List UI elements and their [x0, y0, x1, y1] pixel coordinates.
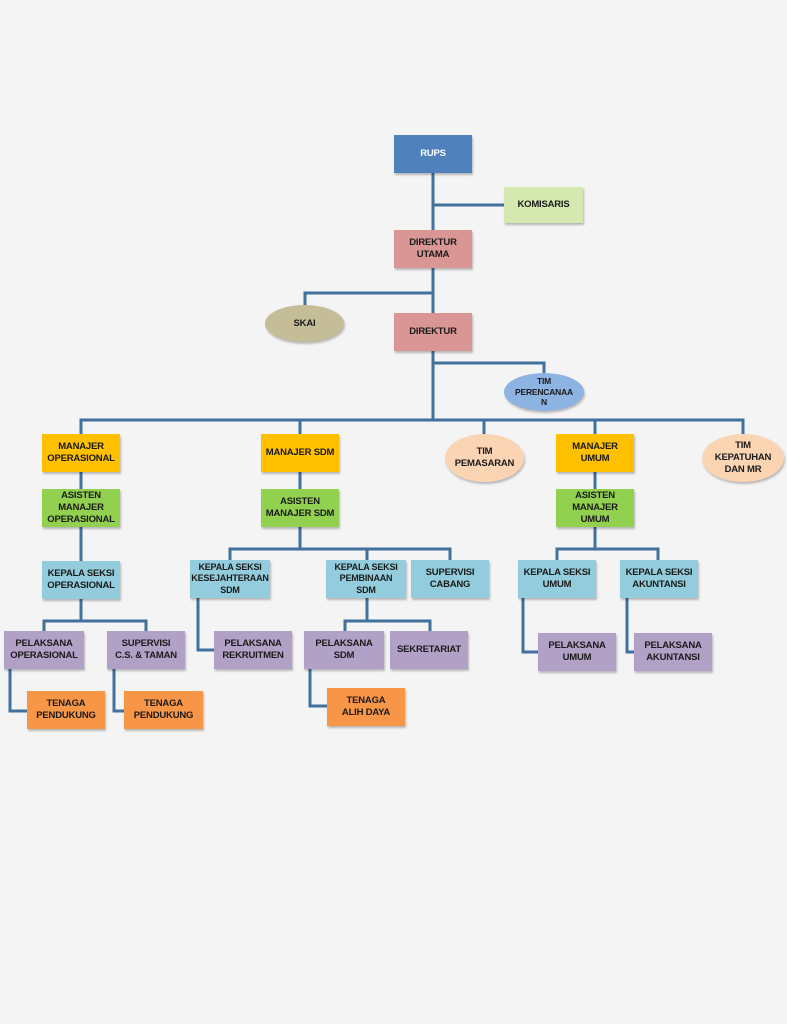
node-asisten-manajer-umum: ASISTEN MANAJER UMUM [556, 489, 634, 527]
node-kepala-seksi-kesejahteraan: KEPALA SEKSI KESEJAHTERAAN SDM [190, 560, 270, 598]
node-kepala-seksi-umum: KEPALA SEKSI UMUM [518, 560, 596, 598]
node-kepala-seksi-pembinaan: KEPALA SEKSI PEMBINAAN SDM [326, 560, 406, 598]
node-sekretariat: SEKRETARIAT [390, 631, 468, 669]
node-tim-pemasaran: TIM PEMASARAN [445, 434, 524, 482]
node-tenaga-pendukung-1: TENAGA PENDUKUNG [27, 691, 105, 729]
node-pelaksana-rekruitmen: PELAKSANA REKRUITMEN [214, 631, 292, 669]
node-tim-perencanaan: TIM PERENCANAA N [504, 373, 584, 411]
node-kepala-seksi-operasional: KEPALA SEKSI OPERASIONAL [42, 561, 120, 599]
node-tim-kepatuhan: TIM KEPATUHAN DAN MR [702, 434, 784, 482]
node-manajer-sdm: MANAJER SDM [261, 434, 339, 472]
node-direktur: DIREKTUR [394, 313, 472, 351]
node-rups: RUPS [394, 135, 472, 173]
node-kepala-seksi-akuntansi: KEPALA SEKSI AKUNTANSI [620, 560, 698, 598]
node-manajer-operasional: MANAJER OPERASIONAL [42, 434, 120, 472]
node-pelaksana-umum: PELAKSANA UMUM [538, 633, 616, 671]
node-pelaksana-operasional: PELAKSANA OPERASIONAL [4, 631, 84, 669]
node-skai: SKAI [265, 305, 344, 342]
node-tenaga-alih-daya: TENAGA ALIH DAYA [327, 688, 405, 726]
node-manajer-umum: MANAJER UMUM [556, 434, 634, 472]
node-direktur-utama: DIREKTUR UTAMA [394, 230, 472, 268]
node-pelaksana-sdm: PELAKSANA SDM [304, 631, 384, 669]
node-supervisi-cs-taman: SUPERVISI C.S. & TAMAN [107, 631, 185, 669]
node-pelaksana-akuntansi: PELAKSANA AKUNTANSI [634, 633, 712, 671]
node-asisten-manajer-sdm: ASISTEN MANAJER SDM [261, 489, 339, 527]
node-supervisi-cabang: SUPERVISI CABANG [411, 560, 489, 598]
node-tenaga-pendukung-2: TENAGA PENDUKUNG [124, 691, 203, 729]
node-komisaris: KOMISARIS [504, 187, 583, 223]
node-asisten-manajer-operasional: ASISTEN MANAJER OPERASIONAL [42, 489, 120, 527]
